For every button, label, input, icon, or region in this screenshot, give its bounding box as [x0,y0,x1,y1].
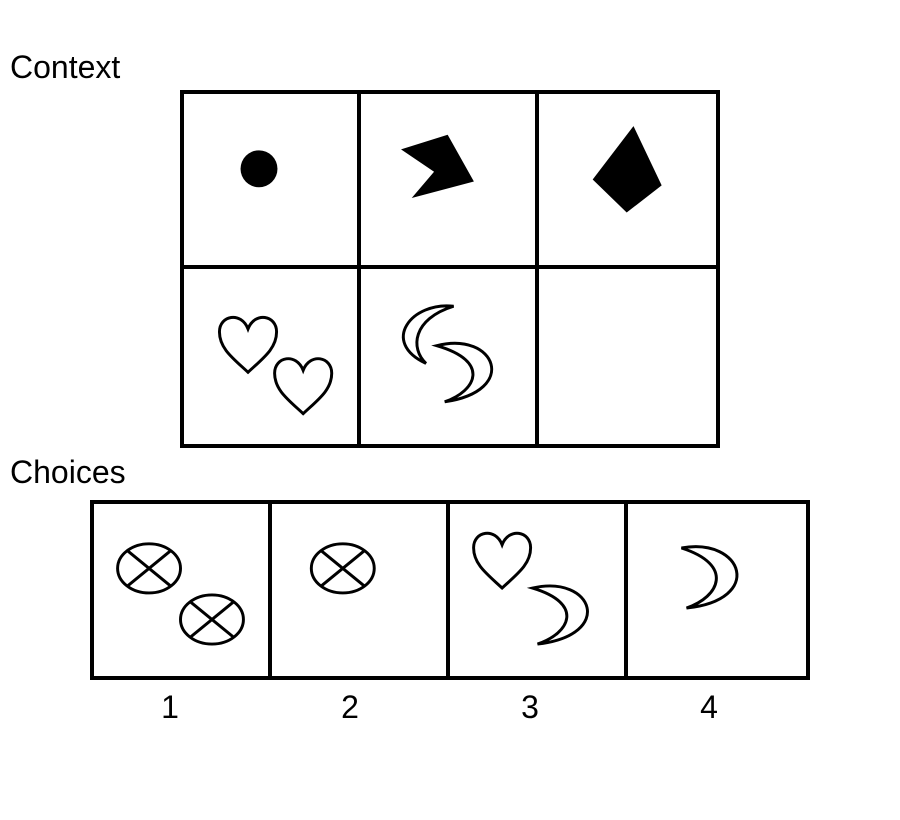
choice-label-1: 1 [161,689,179,725]
crossed-circle-icon [309,542,376,595]
choice-cell-1[interactable] [94,504,272,676]
two-crossed-circle-icon [116,542,245,646]
context-cell-1 [184,94,362,269]
choice-label-3: 3 [521,689,539,725]
filled-diamond-icon [592,126,662,213]
choice-label-4: 4 [700,689,718,725]
filled-circle-icon [240,150,278,188]
filled-arrowhead-icon [401,134,475,198]
context-cell-4 [184,269,362,444]
context-cell-empty [539,269,716,444]
choices-grid [90,500,810,680]
context-cell-5 [361,269,539,444]
heart-and-crescent-outline-icon [472,531,589,646]
two-crescent-outline-icon [402,304,494,404]
context-cell-3 [538,94,716,269]
choice-label-2: 2 [341,689,359,725]
choice-cell-2[interactable] [272,504,450,676]
choice-cell-3[interactable] [450,504,628,676]
context-heading: Context [10,49,121,85]
choice-cell-4[interactable] [628,504,806,676]
context-grid [180,90,720,448]
crescent-outline-icon [681,545,739,610]
choices-heading: Choices [10,454,126,490]
two-heart-outline-icon [217,316,334,416]
context-cell-2 [361,94,539,269]
